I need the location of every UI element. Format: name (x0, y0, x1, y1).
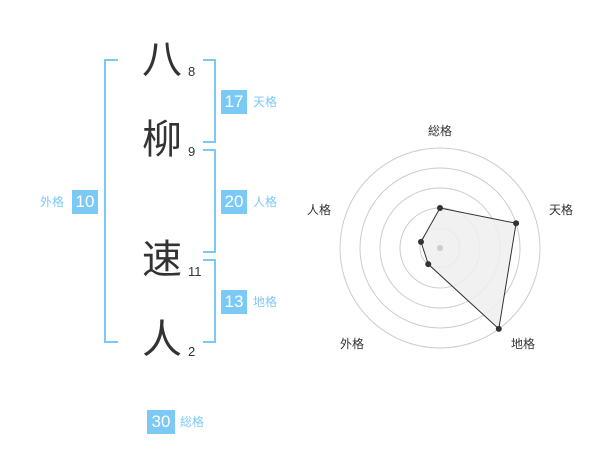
name-char-1: 八 (142, 37, 182, 83)
radar-point-2 (513, 220, 520, 227)
jinkaku-label: 人格 (253, 195, 278, 209)
soukaku-badge: 30 (147, 410, 175, 434)
name-char-3: 速 (142, 237, 182, 283)
radar-point-4 (425, 261, 432, 268)
chikaku-badge: 13 (221, 290, 247, 314)
gaikaku-bracket (104, 59, 118, 343)
stroke-count-3: 11 (188, 264, 202, 279)
radar-center-dot (437, 245, 443, 251)
radar-point-1 (437, 205, 443, 211)
stroke-count-4: 2 (188, 344, 196, 359)
name-char-2: 柳 (142, 117, 182, 163)
stroke-count-1: 8 (188, 64, 196, 79)
radar-area (420, 207, 517, 330)
radar-axis-label-gaikaku: 外格 (340, 337, 365, 351)
radar-point-5 (417, 238, 424, 245)
radar-axis-label-tenkaku: 天格 (549, 203, 574, 217)
tenkaku-bracket (203, 59, 216, 143)
chikaku-bracket (203, 259, 216, 343)
jinkaku-badge: 20 (221, 190, 247, 214)
jinkaku-bracket (203, 149, 216, 253)
stroke-count-2: 9 (188, 144, 196, 159)
radar-ring-5 (339, 147, 541, 349)
tenkaku-badge: 17 (221, 90, 247, 114)
tenkaku-label: 天格 (253, 95, 278, 109)
name-char-4: 人 (142, 317, 182, 363)
gaikaku-badge: 10 (72, 190, 98, 214)
radar-point-3 (495, 325, 502, 332)
radar-axis-label-jinkaku: 人格 (307, 203, 332, 217)
radar-ring-4 (359, 167, 521, 329)
gaikaku-label: 外格 (40, 195, 65, 209)
soukaku-label: 総格 (180, 415, 205, 429)
radar-axis-label-soukaku: 総格 (428, 124, 453, 138)
chikaku-label: 地格 (253, 295, 278, 309)
radar-axis-label-chikaku: 地格 (511, 337, 536, 351)
